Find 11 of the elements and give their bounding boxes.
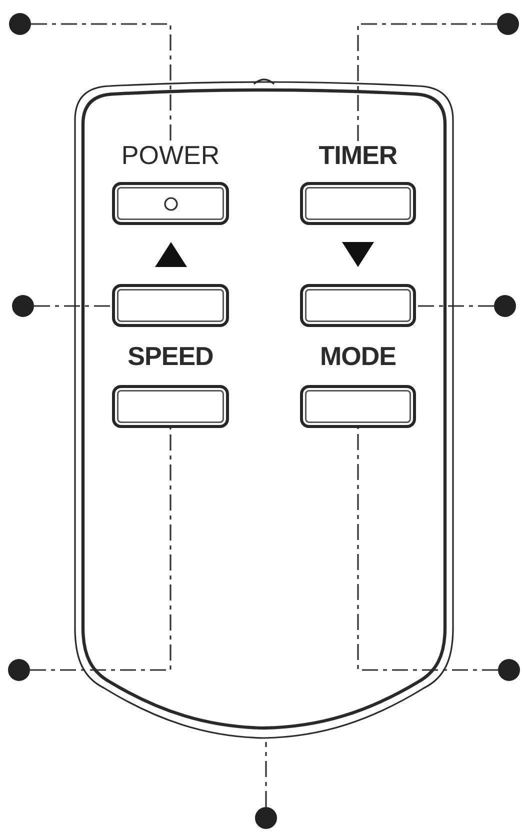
button-label: TIMER xyxy=(318,141,398,169)
button-label: SPEED xyxy=(128,342,214,370)
button-label: MODE xyxy=(320,342,396,370)
leader-line xyxy=(34,305,112,307)
leader-line xyxy=(416,305,494,307)
leader-line xyxy=(357,23,497,141)
leader-line xyxy=(31,23,172,141)
leader-line xyxy=(357,428,498,671)
button-label: POWER xyxy=(121,141,220,169)
leader-line xyxy=(265,742,267,807)
leader-line xyxy=(30,428,172,671)
